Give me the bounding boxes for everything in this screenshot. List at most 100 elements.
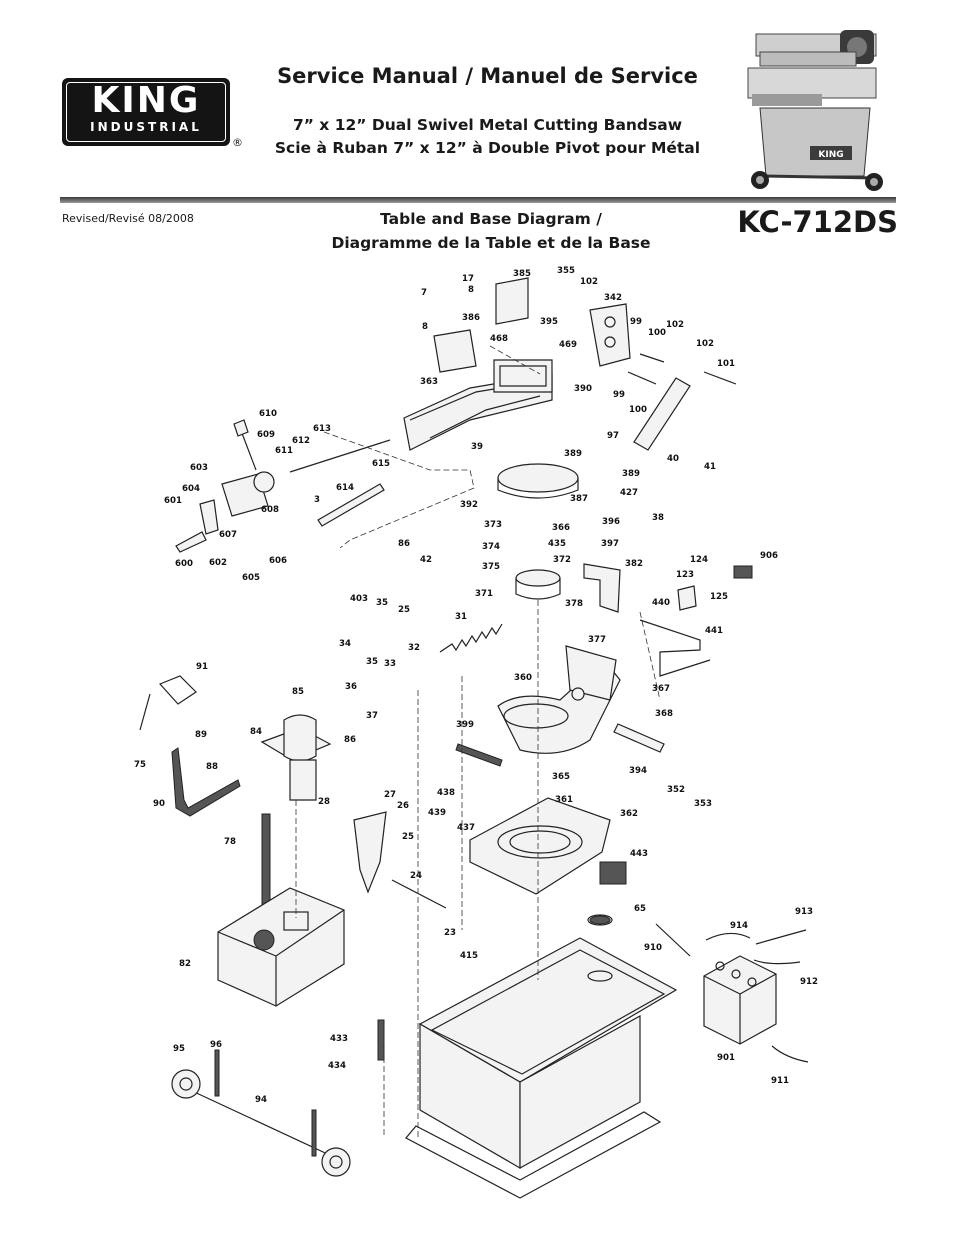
- logo-sub-text: INDUSTRIAL: [90, 120, 202, 134]
- part-label-31: 31: [455, 612, 467, 622]
- part-label-386: 386: [462, 313, 480, 323]
- part-label-613: 613: [313, 424, 331, 434]
- part-label-604: 604: [182, 484, 200, 494]
- table-plate: [469, 797, 611, 895]
- pivot-pin: [613, 723, 665, 753]
- part-label-8: 8: [468, 285, 474, 295]
- part-label-600: 600: [175, 559, 193, 569]
- model-number: KC-712DS: [737, 205, 898, 239]
- part-label-33: 33: [384, 659, 396, 669]
- part-label-91: 91: [196, 662, 208, 672]
- part-label-124: 124: [690, 555, 708, 565]
- logo-frame: [66, 82, 226, 142]
- part-label-99: 99: [613, 390, 625, 400]
- part-label-439: 439: [428, 808, 446, 818]
- part-label-75: 75: [134, 760, 146, 770]
- part-label-84: 84: [250, 727, 262, 737]
- part-label-125: 125: [710, 592, 728, 602]
- part-label-17: 17: [462, 274, 474, 284]
- clamp-lever: [199, 499, 219, 535]
- part-label-85: 85: [292, 687, 304, 697]
- part-label-389: 389: [564, 449, 582, 459]
- coolant-tank: [217, 887, 345, 1007]
- part-label-8: 8: [422, 322, 428, 332]
- part-label-361: 361: [555, 795, 573, 805]
- part-label-437: 437: [457, 823, 475, 833]
- diagram-title-line-1: Table and Base Diagram /: [380, 210, 602, 228]
- part-label-352: 352: [667, 785, 685, 795]
- coolant-valve: [158, 675, 197, 705]
- hydraulic-cylinder: [633, 377, 691, 451]
- part-label-25: 25: [398, 605, 410, 615]
- part-label-42: 42: [420, 555, 432, 565]
- part-label-100: 100: [648, 328, 666, 338]
- part-label-610: 610: [259, 409, 277, 419]
- part-label-97: 97: [607, 431, 619, 441]
- part-label-102: 102: [696, 339, 714, 349]
- part-label-615: 615: [372, 459, 390, 469]
- part-label-434: 434: [328, 1061, 346, 1071]
- part-label-88: 88: [206, 762, 218, 772]
- part-label-440: 440: [652, 598, 670, 608]
- bandsaw-photo: KING: [747, 30, 883, 191]
- wheel-right: [321, 1147, 351, 1177]
- part-label-385: 385: [513, 269, 531, 279]
- part-label-602: 602: [209, 558, 227, 568]
- wheel-left: [171, 1069, 201, 1099]
- part-label-39: 39: [471, 442, 483, 452]
- pivot-bearing: [253, 471, 275, 493]
- part-label-25: 25: [402, 832, 414, 842]
- rack-bar: [455, 743, 503, 767]
- part-label-32: 32: [408, 643, 420, 653]
- registered-mark: ®: [232, 136, 243, 149]
- part-label-608: 608: [261, 505, 279, 515]
- part-label-913: 913: [795, 907, 813, 917]
- part-label-363: 363: [420, 377, 438, 387]
- part-label-399: 399: [456, 720, 474, 730]
- cylinder-bracket: [589, 303, 631, 367]
- part-label-35: 35: [366, 657, 378, 667]
- part-label-36: 36: [345, 682, 357, 692]
- part-label-415: 415: [460, 951, 478, 961]
- part-label-912: 912: [800, 977, 818, 987]
- part-label-443: 443: [630, 849, 648, 859]
- part-label-914: 914: [730, 921, 748, 931]
- vise-jaw-block: [493, 359, 553, 393]
- header-divider: [60, 197, 896, 203]
- part-label-41: 41: [704, 462, 716, 472]
- part-label-433: 433: [330, 1034, 348, 1044]
- part-label-396: 396: [602, 517, 620, 527]
- part-label-367: 367: [652, 684, 670, 694]
- part-label-24: 24: [410, 871, 422, 881]
- tension-spring: [439, 623, 503, 653]
- part-label-605: 605: [242, 573, 260, 583]
- leveling-bolt: [377, 1019, 385, 1061]
- lever-handle: [175, 531, 207, 553]
- part-label-360: 360: [514, 673, 532, 683]
- logo-main-text: KING: [91, 80, 201, 121]
- part-label-911: 911: [771, 1076, 789, 1086]
- part-label-435: 435: [548, 539, 566, 549]
- part-label-614: 614: [336, 483, 354, 493]
- part-label-365: 365: [552, 772, 570, 782]
- part-label-89: 89: [195, 730, 207, 740]
- part-label-65: 65: [634, 904, 646, 914]
- part-label-40: 40: [667, 454, 679, 464]
- page-title: Service Manual / Manuel de Service: [277, 64, 698, 88]
- pivot-shaft: [317, 483, 385, 527]
- part-label-601: 601: [164, 496, 182, 506]
- part-label-403: 403: [350, 594, 368, 604]
- part-label-90: 90: [153, 799, 165, 809]
- subtitle-french: Scie à Ruban 7” x 12” à Double Pivot pou…: [274, 139, 701, 157]
- part-label-99: 99: [630, 317, 642, 327]
- part-label-7: 7: [421, 288, 427, 298]
- diagram-title-line-2: Diagramme de la Table et de la Base: [331, 234, 651, 252]
- stand-body-right: [519, 1014, 641, 1170]
- vise-jaw-bracket: [433, 329, 477, 373]
- part-label-373: 373: [484, 520, 502, 530]
- part-label-468: 468: [490, 334, 508, 344]
- part-label-611: 611: [275, 446, 293, 456]
- part-label-78: 78: [224, 837, 236, 847]
- wire-911: [771, 1045, 809, 1063]
